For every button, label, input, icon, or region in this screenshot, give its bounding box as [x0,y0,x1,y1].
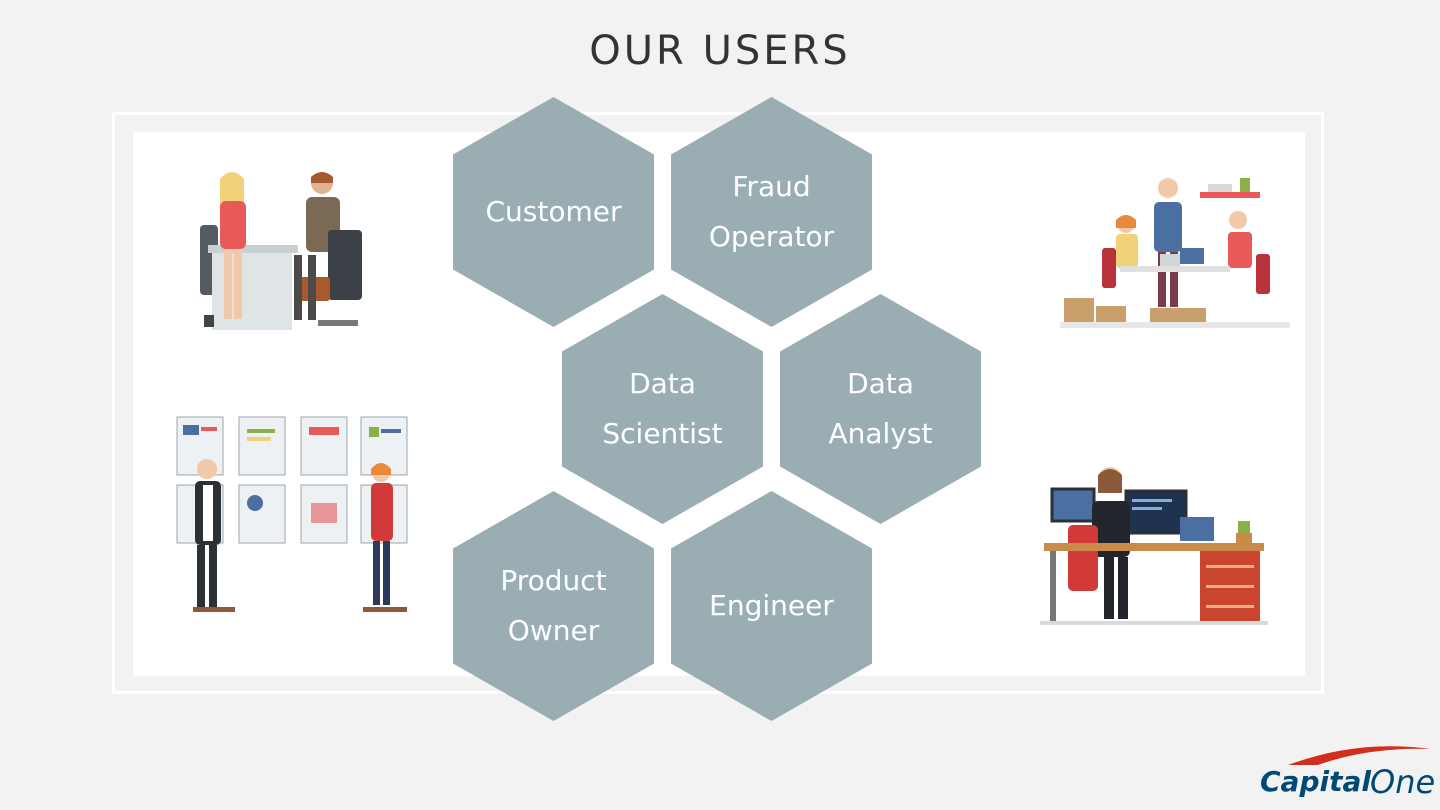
customer-meeting-illustration [200,172,362,330]
hexagon-label: Fraud Operator [708,170,835,253]
content-frame [112,112,1324,694]
product-board-illustration [176,416,408,612]
page-title: OUR USERS [589,28,851,74]
hexagon-label: Data Analyst [828,367,933,450]
hexagon-label: Data Scientist [602,367,723,450]
logo-text-one: One [1370,763,1435,801]
hexagon-data-analyst: Data Analyst [780,294,981,524]
hexagon-label: Engineer [709,589,834,622]
hexagon-label: Product Owner [500,564,607,647]
capital-one-logo: Capital One [1260,746,1435,801]
hexagon-label: Customer [485,195,622,228]
logo-text-capital: Capital [1260,765,1371,798]
logo-swoosh [1288,746,1430,765]
developer-desk-illustration [1040,467,1268,625]
hexagon-data-scientist: Data Scientist [562,294,763,524]
team-collaboration-illustration [1060,178,1290,328]
